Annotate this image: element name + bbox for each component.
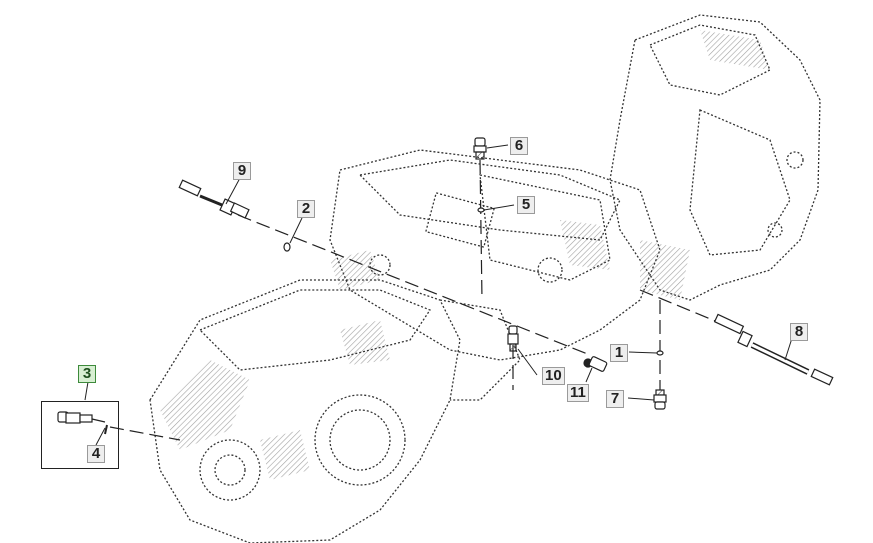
front-housing-top-face xyxy=(198,289,431,371)
transmission-housing xyxy=(149,14,821,543)
part-11-sensor[interactable] xyxy=(583,356,608,372)
assembly-centerlines xyxy=(109,159,726,441)
part-7-pressure-switch[interactable] xyxy=(653,389,667,410)
callout-1[interactable]: 1 xyxy=(610,344,628,362)
part-2-o-ring[interactable] xyxy=(283,242,291,252)
rear-housing-top-face xyxy=(649,24,771,96)
callout-3[interactable]: 3 xyxy=(78,365,96,383)
part-4-o-ring[interactable] xyxy=(104,424,108,435)
part-6-pressure-switch[interactable] xyxy=(473,137,487,160)
callout-4[interactable]: 4 xyxy=(87,445,105,463)
callout-9[interactable]: 9 xyxy=(233,162,251,180)
callout-10[interactable]: 10 xyxy=(542,367,565,385)
callout-6[interactable]: 6 xyxy=(510,137,528,155)
leader-lines xyxy=(84,144,794,446)
rear-housing-flange xyxy=(689,109,791,256)
rear-housing-outline xyxy=(609,14,821,301)
callout-2[interactable]: 2 xyxy=(297,200,315,218)
center-housing-outline xyxy=(329,149,661,361)
part-10-pressure-sensor[interactable] xyxy=(507,325,519,352)
callout-11[interactable]: 11 xyxy=(567,384,589,402)
front-housing-bore xyxy=(314,394,406,486)
part-1-o-ring[interactable] xyxy=(656,350,664,356)
sensor-group-box xyxy=(41,401,119,469)
part-9-temperature-sensor[interactable] xyxy=(178,179,250,219)
callout-5[interactable]: 5 xyxy=(517,196,535,214)
housing-shading xyxy=(160,30,770,480)
center-housing-top xyxy=(358,159,621,241)
callout-7[interactable]: 7 xyxy=(606,390,624,408)
part-3-sensor-in-group[interactable] xyxy=(57,411,106,424)
callout-8[interactable]: 8 xyxy=(790,323,808,341)
front-housing-outline xyxy=(149,279,461,543)
part-8-speed-sensor[interactable] xyxy=(713,313,834,386)
part-5-o-ring[interactable] xyxy=(477,207,485,213)
